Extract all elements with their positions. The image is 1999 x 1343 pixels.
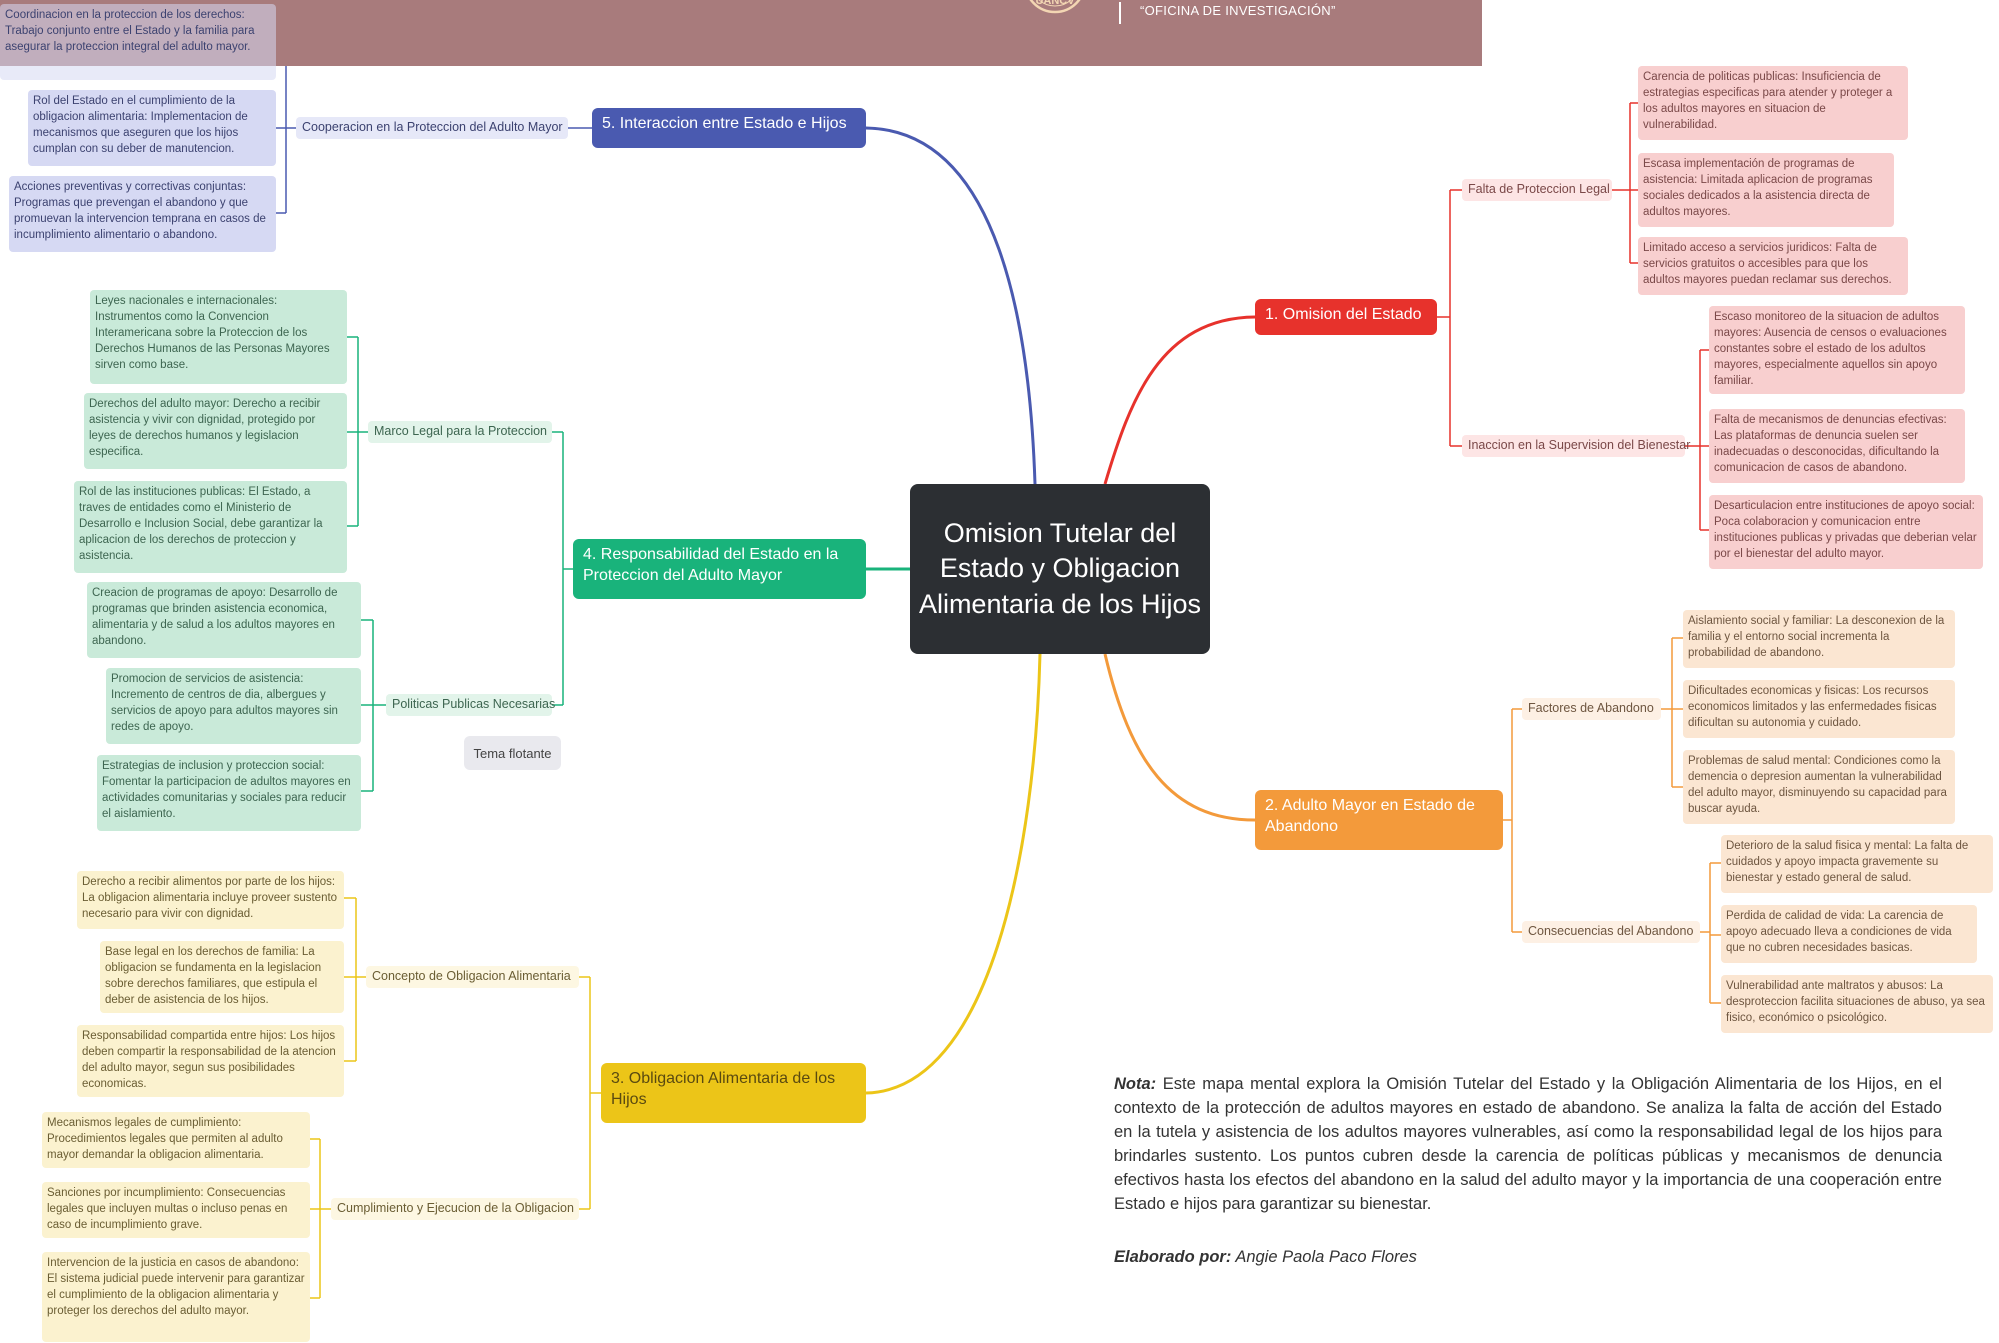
- subtopic-factores-abandono[interactable]: Factores de Abandono: [1522, 698, 1661, 720]
- leaf-intervencion-justicia[interactable]: Intervencion de la justicia en casos de …: [42, 1252, 310, 1342]
- leaf-responsabilidad-compartida[interactable]: Responsabilidad compartida entre hijos: …: [77, 1025, 344, 1097]
- branch-2-adulto-mayor-abandono[interactable]: 2. Adulto Mayor en Estado de Abandono: [1255, 790, 1503, 850]
- connector-center-b1: [1103, 315, 1256, 485]
- connector-center-b5: [865, 126, 1037, 485]
- subtopic-falta-proteccion-legal[interactable]: Falta de Proteccion Legal: [1462, 179, 1612, 201]
- leaf-promocion-servicios[interactable]: Promocion de servicios de asistencia: In…: [106, 668, 361, 744]
- leaf-perdida-calidad-vida[interactable]: Perdida de calidad de vida: La carencia …: [1721, 905, 1977, 963]
- branch-4-responsabilidad-estado[interactable]: 4. Responsabilidad del Estado en la Prot…: [573, 539, 866, 599]
- leaf-rol-estado-cumplimiento[interactable]: Rol del Estado en el cumplimiento de la …: [28, 90, 276, 166]
- subtopic-concepto-obligacion[interactable]: Concepto de Obligacion Alimentaria: [366, 966, 579, 988]
- note-paragraph: Nota: Este mapa mental explora la Omisió…: [1114, 1073, 1942, 1217]
- leaf-sanciones-incumplimiento[interactable]: Sanciones por incumplimiento: Consecuenc…: [42, 1182, 310, 1238]
- branch-1-omision-estado[interactable]: 1. Omision del Estado: [1255, 299, 1437, 335]
- leaf-aislamiento-social[interactable]: Aislamiento social y familiar: La descon…: [1683, 610, 1955, 668]
- leaf-escaso-monitoreo[interactable]: Escaso monitoreo de la situacion de adul…: [1709, 306, 1965, 394]
- central-topic[interactable]: Omision Tutelar del Estado y Obligacion …: [910, 484, 1210, 654]
- leaf-deterioro-salud[interactable]: Deterioro de la salud fisica y mental: L…: [1721, 835, 1993, 893]
- leaf-salud-mental[interactable]: Problemas de salud mental: Condiciones c…: [1683, 750, 1955, 824]
- subtopic-cooperacion-proteccion[interactable]: Cooperacion en la Proteccion del Adulto …: [296, 117, 568, 139]
- leaf-escasa-implementacion[interactable]: Escasa implementación de programas de as…: [1638, 153, 1894, 227]
- branch-3-obligacion-alimentaria[interactable]: 3. Obligacion Alimentaria de los Hijos: [601, 1063, 866, 1123]
- subtopic-politicas-publicas[interactable]: Politicas Publicas Necesarias: [386, 694, 555, 716]
- leaf-desarticulacion-instituciones[interactable]: Desarticulacion entre instituciones de a…: [1709, 495, 1983, 569]
- subtopic-inaccion-supervision[interactable]: Inaccion en la Supervision del Bienestar: [1462, 435, 1690, 457]
- author-label: Elaborado por:: [1114, 1248, 1232, 1266]
- leaf-coordinacion-proteccion[interactable]: Coordinacion en la proteccion de los der…: [0, 4, 276, 80]
- svg-text:UANCV: UANCV: [1035, 0, 1075, 7]
- note-label: Nota:: [1114, 1075, 1157, 1093]
- leaf-carencia-politicas[interactable]: Carencia de politicas publicas: Insufici…: [1638, 66, 1908, 140]
- banner-separator: [1119, 2, 1121, 24]
- connector-center-b3: [865, 653, 1042, 1095]
- leaf-vulnerabilidad-maltratos[interactable]: Vulnerabilidad ante maltratos y abusos: …: [1721, 975, 1993, 1033]
- office-title: “OFICINA DE INVESTIGACIÓN”: [1140, 3, 1336, 18]
- leaf-derecho-recibir-alimentos[interactable]: Derecho a recibir alimentos por parte de…: [77, 871, 344, 929]
- floating-topic[interactable]: Tema flotante: [464, 736, 561, 770]
- note-text: Este mapa mental explora la Omisión Tute…: [1114, 1075, 1942, 1213]
- leaf-rol-instituciones[interactable]: Rol de las instituciones publicas: El Es…: [74, 481, 347, 573]
- leaf-derechos-adulto-mayor[interactable]: Derechos del adulto mayor: Derecho a rec…: [84, 393, 347, 469]
- leaf-base-legal-familia[interactable]: Base legal en los derechos de familia: L…: [100, 941, 344, 1013]
- leaf-dificultades-economicas[interactable]: Dificultades economicas y fisicas: Los r…: [1683, 680, 1955, 738]
- subtopic-marco-legal[interactable]: Marco Legal para la Proteccion: [368, 421, 552, 443]
- subtopic-consecuencias-abandono[interactable]: Consecuencias del Abandono: [1522, 921, 1700, 943]
- subtopic-cumplimiento-ejecucion[interactable]: Cumplimiento y Ejecucion de la Obligacio…: [331, 1198, 579, 1220]
- author-name: Angie Paola Paco Flores: [1235, 1248, 1417, 1266]
- leaf-acciones-preventivas[interactable]: Acciones preventivas y correctivas conju…: [9, 176, 276, 252]
- leaf-estrategias-inclusion[interactable]: Estrategias de inclusion y proteccion so…: [97, 755, 361, 831]
- leaf-creacion-programas[interactable]: Creacion de programas de apoyo: Desarrol…: [87, 582, 361, 658]
- university-seal-icon: UANCV: [1029, 0, 1081, 14]
- author-line: Elaborado por: Angie Paola Paco Flores: [1114, 1248, 1417, 1267]
- leaf-leyes-nacionales[interactable]: Leyes nacionales e internacionales: Inst…: [90, 290, 347, 384]
- leaf-falta-mecanismos-denuncia[interactable]: Falta de mecanismos de denuncias efectiv…: [1709, 409, 1965, 483]
- connector-center-b2: [1103, 653, 1256, 822]
- leaf-mecanismos-legales[interactable]: Mecanismos legales de cumplimiento: Proc…: [42, 1112, 310, 1168]
- branch-5-interaccion-estado-hijos[interactable]: 5. Interaccion entre Estado e Hijos: [592, 108, 866, 148]
- leaf-limitado-acceso-juridico[interactable]: Limitado acceso a servicios juridicos: F…: [1638, 237, 1908, 295]
